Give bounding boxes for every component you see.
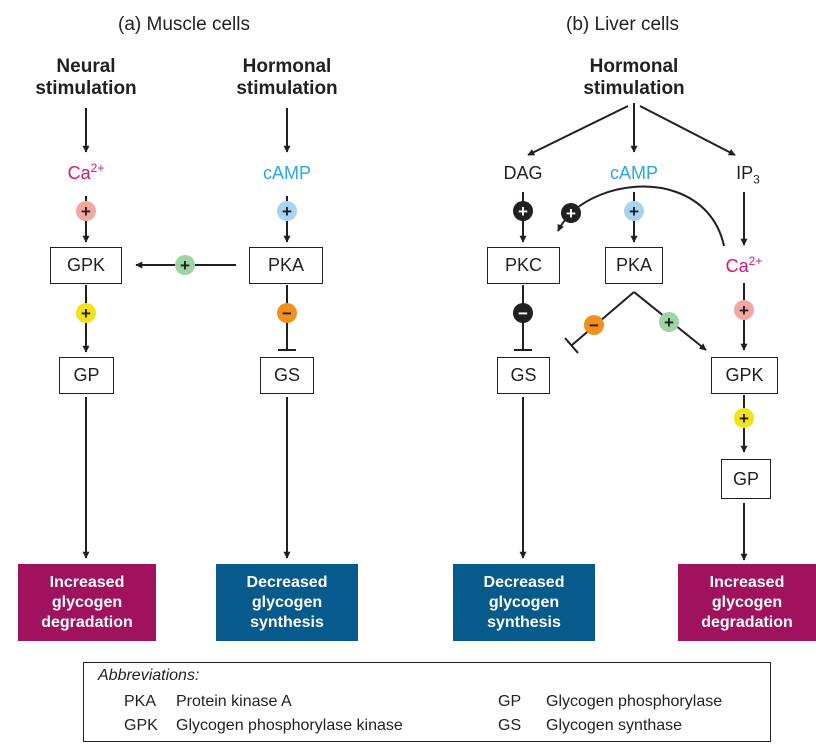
plus-circle-pka-gpk	[175, 255, 195, 275]
minus-circle-pka-gs	[277, 303, 297, 323]
minus-circle-pkc-gs	[513, 303, 533, 323]
plus-circle-dag	[513, 201, 533, 221]
muscle-increased-glycogen-degradation: Increased glycogen degradation	[18, 564, 156, 641]
plus-sign-pka-gpk-liver: +	[664, 313, 674, 332]
muscle-hormonal-stimulation: Hormonal stimulation	[236, 56, 338, 99]
minus-sign-pka-gs: −	[282, 304, 292, 323]
minus-sign-pkc-gs: −	[518, 304, 528, 323]
inhibit-pka-to-gs-liver	[571, 291, 635, 346]
abbr-value-gs: Glycogen synthase	[546, 717, 683, 734]
liver-pka-box: PKA	[605, 247, 663, 284]
muscle-camp-label: cAMP	[262, 163, 311, 183]
plus-sign-ca: +	[81, 202, 91, 221]
liver-decreased-glycogen-synthesis: Decreased glycogen synthesis	[453, 564, 595, 641]
inhibit-bar-pka-gs-liver	[564, 337, 579, 354]
minus-sign-pka-gs-liver: −	[589, 316, 599, 335]
liver-increased-glycogen-degradation: Increased glycogen degradation	[678, 564, 816, 641]
muscle-calcium-label: Ca2+	[67, 161, 105, 183]
plus-circle-pka-gpk-liver	[659, 312, 679, 332]
abbr-key-gs: GS	[498, 717, 522, 734]
abbr-key-pka: PKA	[124, 693, 157, 710]
plus-circle-liver-ca	[734, 300, 754, 320]
abbr-value-gp: Glycogen phosphorylase	[546, 693, 723, 710]
plus-circle-liver-gpk-gp	[734, 408, 754, 428]
plus-sign-liver-gpk-gp: +	[739, 409, 749, 428]
muscle-gp-box: GP	[59, 357, 114, 394]
liver-gs-box: GS	[497, 357, 550, 394]
plus-sign-pka-gpk: +	[180, 256, 190, 275]
liver-hormonal-stimulation: Hormonal stimulation	[583, 56, 685, 99]
plus-circle-ca-pkc	[561, 203, 581, 223]
plus-sign-gpk-gp: +	[81, 304, 91, 323]
abbr-value-pka: Protein kinase A	[176, 693, 292, 710]
liver-gp-box: GP	[721, 459, 771, 499]
liver-calcium-label: Ca2+	[725, 254, 763, 276]
abbr-value-gpk: Glycogen phosphorylase kinase	[176, 717, 403, 734]
muscle-gpk-box: GPK	[50, 247, 122, 284]
plus-circle-gpk-gp	[76, 303, 96, 323]
plus-circle-ca	[76, 201, 96, 221]
muscle-decreased-glycogen-synthesis: Decreased glycogen synthesis	[216, 564, 358, 641]
liver-camp-label: cAMP	[609, 163, 658, 183]
plus-circle-camp	[277, 201, 297, 221]
panel-title-liver: (b) Liver cells	[566, 14, 679, 35]
arrow-liver-hormonal-to-dag	[527, 105, 629, 156]
liver-dag-label: DAG	[503, 163, 543, 183]
plus-circle-liver-camp	[624, 201, 644, 221]
minus-circle-pka-gs-liver	[584, 315, 604, 335]
plus-sign-dag: +	[518, 202, 528, 221]
panel-title-muscle: (a) Muscle cells	[118, 14, 250, 35]
arrow-liver-hormonal-to-ip3	[639, 105, 736, 156]
plus-sign-liver-camp: +	[629, 202, 639, 221]
muscle-pka-box: PKA	[249, 247, 323, 284]
liver-ip3-label: IP3	[736, 163, 760, 187]
abbr-key-gpk: GPK	[124, 717, 158, 734]
abbreviations-heading: Abbreviations:	[98, 667, 200, 684]
muscle-neural-stimulation: Neural stimulation	[35, 56, 137, 99]
plus-sign-liver-ca: +	[739, 301, 749, 320]
liver-gpk-box: GPK	[711, 357, 778, 394]
liver-pkc-box: PKC	[487, 247, 560, 284]
muscle-gs-box: GS	[260, 357, 314, 394]
abbr-key-gp: GP	[498, 693, 522, 710]
plus-sign-camp: +	[282, 202, 292, 221]
abbreviations-box: Abbreviations: PKA Protein kinase A GPK …	[83, 662, 771, 742]
plus-sign-ca-pkc: +	[566, 204, 576, 223]
